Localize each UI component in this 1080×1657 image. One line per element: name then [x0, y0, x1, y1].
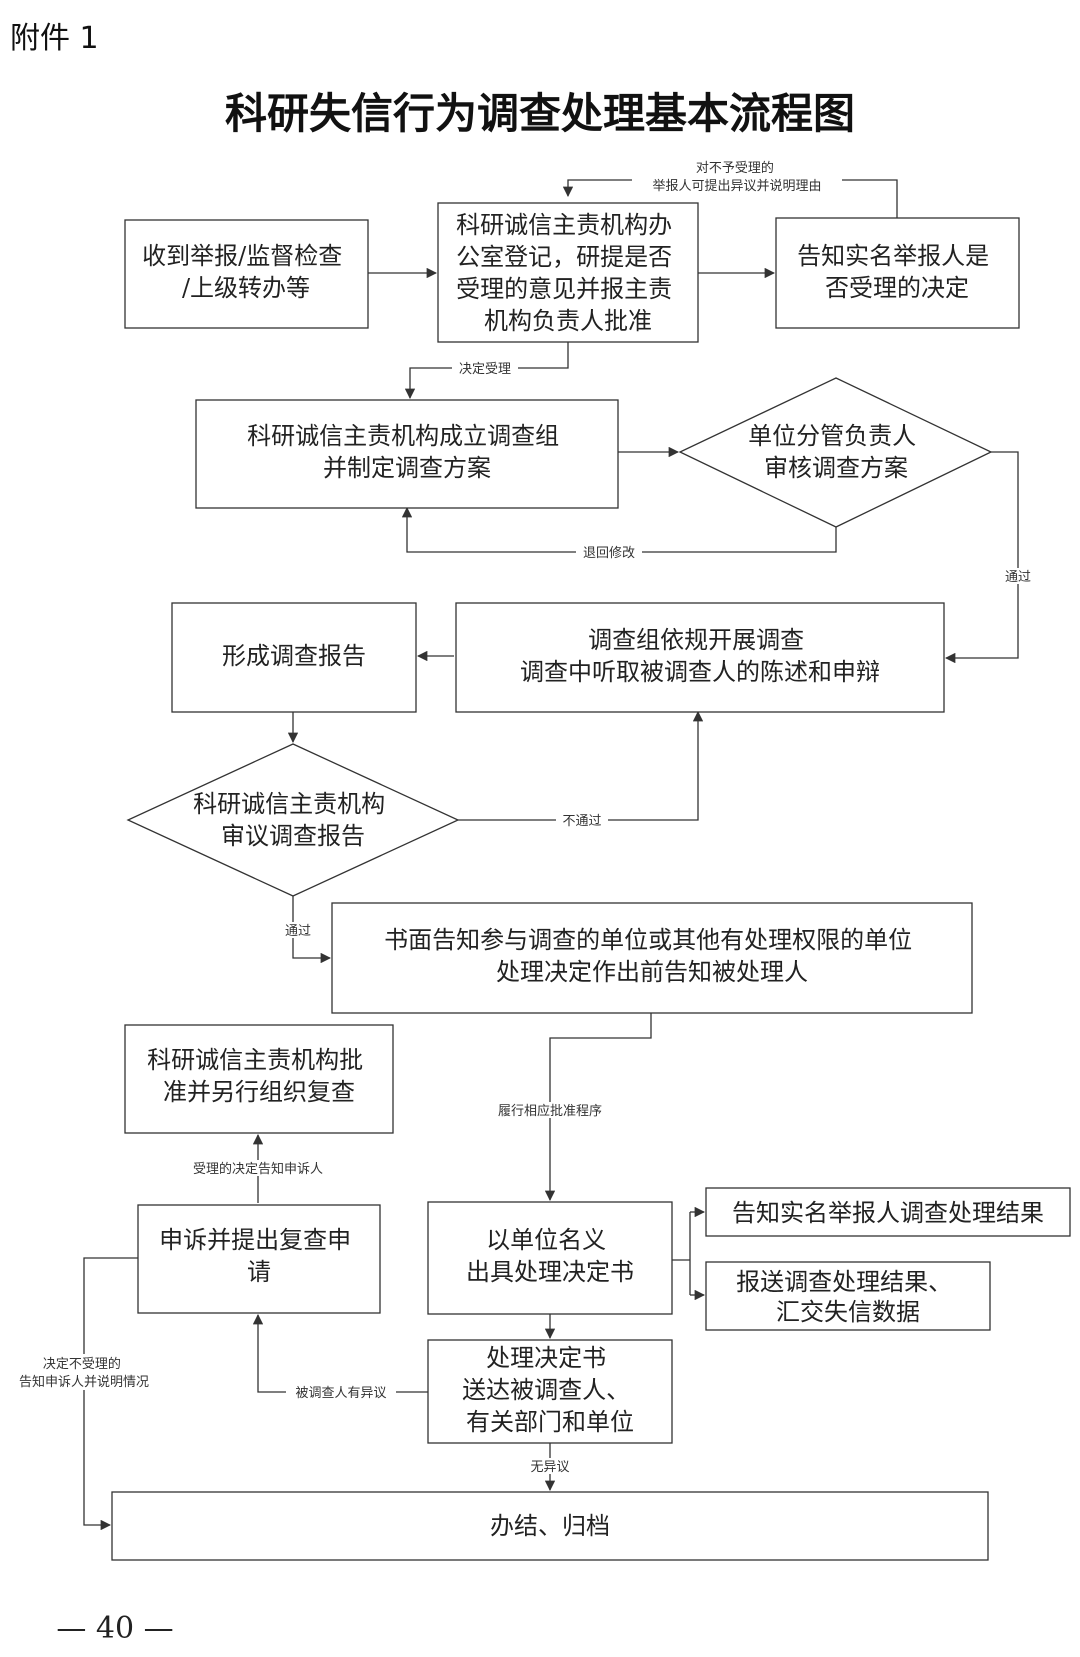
- node-appeal: 申诉并提出复查申 请: [137, 1204, 381, 1314]
- svg-text:处理决定书 送达被调查人、 有关部门: 处理决定书 送达被调查人、 有关部门和单位: [462, 1344, 638, 1436]
- node-receive-report: 收到举报/监督检查 /上级转办等: [124, 219, 369, 329]
- node-appeal-line2: 请: [247, 1258, 271, 1286]
- node-deliver-decision-line2: 送达被调查人、: [462, 1376, 630, 1404]
- node-notify-acceptance-line1: 告知实名举报人是: [797, 242, 989, 270]
- svg-text:科研诚信主责机构 审议调查报告: 科研诚信主责机构 审议调查报告: [193, 790, 393, 850]
- node-written-notice-line2: 处理决定作出前告知被处理人: [496, 958, 808, 986]
- label-reject-line1: 决定不受理的: [43, 1356, 121, 1372]
- node-notify-acceptance-line2: 否受理的决定: [825, 274, 969, 302]
- node-office-register-line4: 机构负责人批准: [484, 307, 652, 335]
- node-close-archive-line1: 办结、归档: [490, 1512, 610, 1540]
- node-review-report-line1: 科研诚信主责机构: [193, 790, 385, 818]
- svg-text:收到举报/监督检查 /上级转办等: 收到举报/监督检查 /上级转办等: [142, 242, 350, 302]
- svg-text:报送调查处理结果、 汇交失信数据: 报送调查处理结果、 汇交失信数据: [736, 1268, 960, 1326]
- node-issue-decision-line1: 以单位名义: [486, 1226, 606, 1254]
- arrow-has-objection: [252, 1313, 428, 1393]
- node-receive-report-line2: /上级转办等: [182, 274, 310, 302]
- node-approve-recheck-line2: 准并另行组织复查: [163, 1078, 355, 1106]
- svg-text:书面告知参与调查的单位或其他有处理权限的单位 处: 书面告知参与调查的单位或其他有处理权限的单位 处理决定作出前告知被处理人: [384, 926, 920, 986]
- arrow-plan-pass: [944, 451, 1019, 664]
- page-number: — 40 —: [56, 1611, 173, 1646]
- node-notify-result: 告知实名举报人调查处理结果: [705, 1187, 1071, 1237]
- node-form-report-line1: 形成调查报告: [222, 642, 366, 670]
- label-decide-accept: 决定受理: [459, 362, 511, 377]
- arrow-report-pass: [292, 896, 332, 964]
- label-approval-procedure: 履行相应批准程序: [498, 1103, 602, 1119]
- label-objection-line1: 对不予受理的: [696, 160, 774, 176]
- node-approve-recheck-line1: 科研诚信主责机构批: [147, 1046, 363, 1074]
- node-issue-decision-line2: 出具处理决定书: [466, 1258, 634, 1286]
- arrow-approval-procedure: [544, 1013, 652, 1202]
- node-office-register-line1: 科研诚信主责机构办: [456, 211, 672, 239]
- node-deliver-decision-line3: 有关部门和单位: [466, 1408, 634, 1436]
- arrow-not-pass: [458, 710, 704, 821]
- node-deliver-decision-line1: 处理决定书: [486, 1344, 606, 1372]
- page-title: 科研失信行为调查处理基本流程图: [225, 89, 855, 138]
- svg-text:形成调查报告: 形成调查报告: [222, 642, 366, 670]
- node-written-notice-line1: 书面告知参与调查的单位或其他有处理权限的单位: [384, 926, 912, 954]
- svg-text:以单位名义 出具处理决定书: 以单位名义 出具处理决定书: [466, 1226, 634, 1286]
- node-notify-acceptance: 告知实名举报人是 否受理的决定: [775, 217, 1020, 329]
- node-written-notice: 书面告知参与调查的单位或其他有处理权限的单位 处理决定作出前告知被处理人: [331, 902, 973, 1014]
- node-office-register-line3: 受理的意见并报主责: [456, 275, 672, 303]
- svg-text:科研诚信主责机构办 公室登记，研提是否: 科研诚信主责机构办 公室登记，研提是否 受理的意见并报主责 机构负责人批准: [456, 211, 680, 335]
- attachment-label: 附件 1: [10, 21, 99, 56]
- svg-text:科研诚信主责机构批 准并另行组织复查: 科研诚信主责机构批 准并另行组织复查: [147, 1046, 371, 1106]
- node-form-team-line2: 并制定调查方案: [323, 454, 491, 482]
- label-plan-pass: 通过: [1005, 570, 1031, 585]
- node-issue-decision: 以单位名义 出具处理决定书: [427, 1201, 673, 1315]
- node-report-result: 报送调查处理结果、 汇交失信数据: [705, 1261, 991, 1331]
- svg-text:科研诚信主责机构成立调查组 并制定调查方案: 科研诚信主责机构成立调查组 并制定调查方案: [247, 422, 567, 482]
- label-reject-line2: 告知申诉人并说明情况: [19, 1374, 149, 1390]
- node-receive-report-line1: 收到举报/监督检查: [142, 242, 342, 270]
- svg-text:告知实名举报人调查处理结果: 告知实名举报人调查处理结果: [732, 1199, 1044, 1227]
- svg-text:告知实名举报人是 否受理的决定: 告知实名举报人是 否受理的决定: [797, 242, 997, 302]
- node-office-register: 科研诚信主责机构办 公室登记，研提是否 受理的意见并报主责 机构负责人批准: [437, 202, 699, 343]
- node-approve-recheck: 科研诚信主责机构批 准并另行组织复查: [124, 1024, 394, 1134]
- node-report-result-line1: 报送调查处理结果、: [736, 1268, 952, 1296]
- svg-text:决定不受理的 告知申诉人并说明情况: 决定不受理的 告知申诉人并说明情况: [19, 1356, 149, 1390]
- node-conduct-investigation-line2: 调查中听取被调查人的陈述和申辩: [520, 658, 880, 686]
- label-has-objection: 被调查人有异议: [295, 1386, 386, 1401]
- node-form-report: 形成调查报告: [171, 602, 417, 713]
- node-form-team-line1: 科研诚信主责机构成立调查组: [247, 422, 559, 450]
- svg-text:申诉并提出复查申 请: 申诉并提出复查申 请: [159, 1226, 359, 1286]
- label-report-pass: 通过: [285, 924, 311, 939]
- node-deliver-decision: 处理决定书 送达被调查人、 有关部门和单位: [427, 1339, 673, 1444]
- node-review-report: 科研诚信主责机构 审议调查报告: [126, 743, 460, 897]
- svg-text:调查组依规开展调查 调查中听取被调查人的陈述和申: 调查组依规开展调查 调查中听取被调查人的陈述和申辩: [520, 626, 880, 686]
- node-form-team: 科研诚信主责机构成立调查组 并制定调查方案: [195, 399, 619, 509]
- node-review-plan-line2: 审核调查方案: [764, 454, 908, 482]
- svg-text:对不予受理的 举报人可提出异议并说明理由: 对不予受理的 举报人可提出异议并说明理由: [652, 160, 821, 194]
- label-return-modify: 退回修改: [583, 546, 635, 561]
- node-conduct-investigation: 调查组依规开展调查 调查中听取被调查人的陈述和申辩: [455, 602, 945, 713]
- label-not-pass: 不通过: [562, 814, 601, 829]
- node-office-register-line2: 公室登记，研提是否: [456, 243, 672, 271]
- svg-text:单位分管负责人 审核调查方案: 单位分管负责人 审核调查方案: [748, 422, 924, 482]
- label-objection-line2: 举报人可提出异议并说明理由: [652, 178, 821, 194]
- label-no-objection: 无异议: [530, 1460, 569, 1475]
- node-review-plan: 单位分管负责人 审核调查方案: [678, 377, 993, 528]
- arrow-appeal-rejected: [83, 1257, 138, 1531]
- node-conduct-investigation-line1: 调查组依规开展调查: [588, 626, 804, 654]
- node-review-plan-line1: 单位分管负责人: [748, 422, 916, 450]
- svg-text:办结、归档: 办结、归档: [490, 1512, 610, 1540]
- label-accepted-notify: 受理的决定告知申诉人: [193, 1161, 323, 1177]
- node-notify-result-line1: 告知实名举报人调查处理结果: [732, 1199, 1044, 1227]
- node-appeal-line1: 申诉并提出复查申: [159, 1226, 351, 1254]
- node-close-archive: 办结、归档: [111, 1491, 989, 1561]
- node-report-result-line2: 汇交失信数据: [776, 1298, 920, 1326]
- node-review-report-line2: 审议调查报告: [221, 822, 365, 850]
